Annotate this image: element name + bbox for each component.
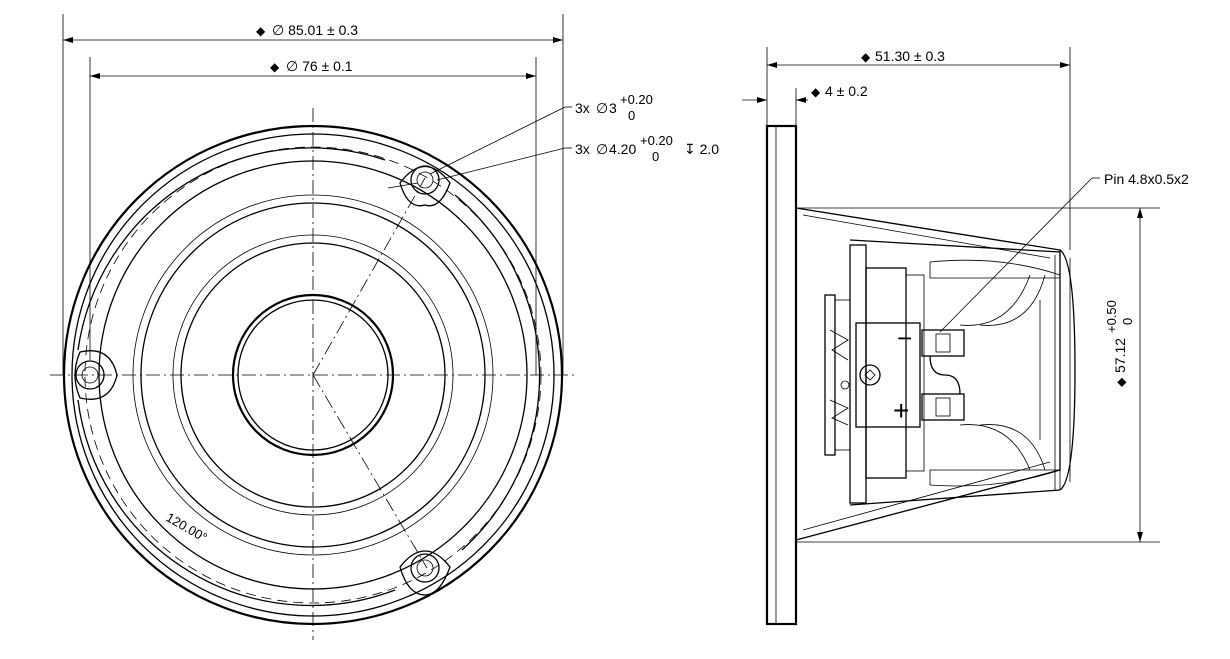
magnet-diameter-value: 57.12 [1112, 338, 1128, 373]
pin-callout: Pin 4.8x0.5x2 [939, 171, 1189, 333]
hole-centerline [312, 177, 426, 376]
flange-thickness-prefix: ◆ [811, 85, 821, 99]
hole-callout-1-tol-upper: +0.20 [620, 92, 653, 107]
overall-depth-prefix: ◆ [861, 50, 871, 64]
hole-callout-2-depth: ↧ 2.0 [684, 141, 719, 157]
hole-callout-1: 3x ∅ 3 +0.20 0 [429, 92, 653, 175]
hole-circle-label: ∅ 76 ± 0.1 [286, 58, 353, 74]
pin-label: Pin 4.8x0.5x2 [1104, 171, 1189, 187]
rim-slot-bottom [77, 399, 396, 607]
magnet-diameter-tol-upper: +0.50 [1104, 300, 1119, 333]
terminal-block: − + [855, 274, 1046, 471]
overall-depth-label: 51.30 ± 0.3 [875, 48, 945, 64]
outer-diameter-label: ∅ 85.01 ± 0.3 [272, 22, 358, 38]
overall-depth-dimension: ◆ 51.30 ± 0.3 [766, 47, 1071, 250]
flange [765, 124, 798, 626]
hole-circle-diameter-dimension: ◆ ∅ 76 ± 0.1 [89, 57, 537, 375]
magnet-diameter-tol-lower: 0 [1120, 318, 1135, 325]
hole-callout-1-count: 3x [575, 100, 590, 116]
motor-assembly [824, 244, 1076, 504]
mounting-hole-3 [399, 550, 451, 596]
flange-thickness-label: 4 ± 0.2 [825, 83, 868, 99]
hole-callout-2-symbol: ∅ [596, 141, 608, 157]
terminal-plus-sign: + [893, 395, 909, 426]
hole-callout-1-tol-lower: 0 [628, 108, 635, 123]
hole-callout-2-count: 3x [575, 141, 590, 157]
outer-diameter-prefix: ◆ [256, 24, 266, 38]
rim-slot-right [454, 194, 541, 551]
outer-diameter-dimension: ◆ ∅ 85.01 ± 0.3 [62, 14, 564, 375]
terminal-minus-sign: − [897, 323, 912, 353]
flange-thickness-dimension: ◆ 4 ± 0.2 [742, 83, 868, 126]
hole-callout-2-tol-lower: 0 [652, 149, 659, 164]
hole-callout-2: 3x ∅ 4.20 +0.20 0 ↧ 2.0 [436, 133, 719, 181]
hole-callout-1-value: 3 [609, 100, 617, 116]
mounting-hole-2 [74, 350, 118, 400]
front-view: 120.00° ◆ ∅ 85.01 ± 0.3 ◆ ∅ 76 ± 0.1 3x [50, 14, 719, 640]
side-view: − + ◆ 51.30 ± 0.3 [742, 47, 1189, 626]
mounting-hole-1 [387, 165, 451, 207]
hole-circle-prefix: ◆ [270, 60, 280, 74]
angle-centerline [312, 374, 428, 569]
angle-label: 120.00° [164, 510, 210, 545]
magnet-diameter-dimension: ◆ 57.12 +0.50 0 [796, 207, 1160, 543]
hole-callout-2-value: 4.20 [609, 141, 636, 157]
rim-slot-top [77, 147, 386, 351]
magnet-diameter-prefix: ◆ [1114, 377, 1128, 387]
hole-callout-1-symbol: ∅ [596, 100, 608, 116]
hole-callout-2-tol-upper: +0.20 [640, 133, 673, 148]
